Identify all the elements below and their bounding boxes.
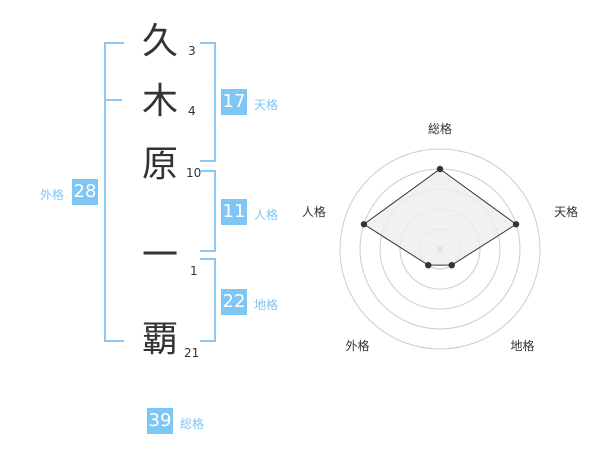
tenkaku-bracket: [200, 42, 216, 162]
radar-axis-label-3: 地格: [511, 338, 535, 353]
radar-axis-label-5: 人格: [302, 204, 326, 219]
radar-point-3: [448, 261, 455, 269]
radar-axis-label-4: 外格: [345, 338, 369, 353]
stroke-count-4: 1: [190, 264, 198, 278]
radar-axis-label-1: 総格: [428, 121, 452, 136]
radar-point-2: [512, 221, 520, 228]
soukaku-value: 39: [147, 408, 173, 434]
chikaku-value: 22: [221, 289, 247, 315]
stroke-count-2: 4: [188, 104, 196, 118]
gaikaku-label: 外格: [40, 188, 65, 202]
tenkaku-value: 17: [221, 89, 247, 115]
gaikaku-value: 28: [72, 179, 98, 205]
chikaku-bracket: [200, 258, 216, 342]
radar-ring-5: [339, 148, 541, 350]
stroke-count-3: 10: [186, 166, 202, 180]
name-char-2: 木: [141, 81, 178, 122]
soukaku-label: 総格: [180, 417, 205, 431]
jinkaku-label: 人格: [254, 208, 279, 222]
radar-axis-label-2: 天格: [554, 204, 578, 219]
radar-point-5: [360, 221, 368, 228]
radar-point-1: [436, 165, 444, 173]
gaikaku-bracket: [104, 42, 124, 342]
jinkaku-bracket: [200, 170, 216, 252]
chikaku-label: 地格: [254, 298, 279, 312]
radar-point-4: [425, 261, 432, 269]
stroke-count-1: 3: [188, 44, 196, 58]
tenkaku-label: 天格: [254, 98, 279, 112]
stroke-count-5: 21: [184, 346, 200, 360]
name-char-4: 一: [141, 235, 178, 276]
gaikaku-bracket-divider: [104, 99, 122, 101]
jinkaku-value: 11: [221, 199, 247, 225]
name-char-1: 久: [141, 21, 178, 62]
name-char-3: 原: [141, 144, 178, 185]
radar-area: [363, 168, 517, 266]
name-char-5: 覇: [141, 319, 178, 360]
